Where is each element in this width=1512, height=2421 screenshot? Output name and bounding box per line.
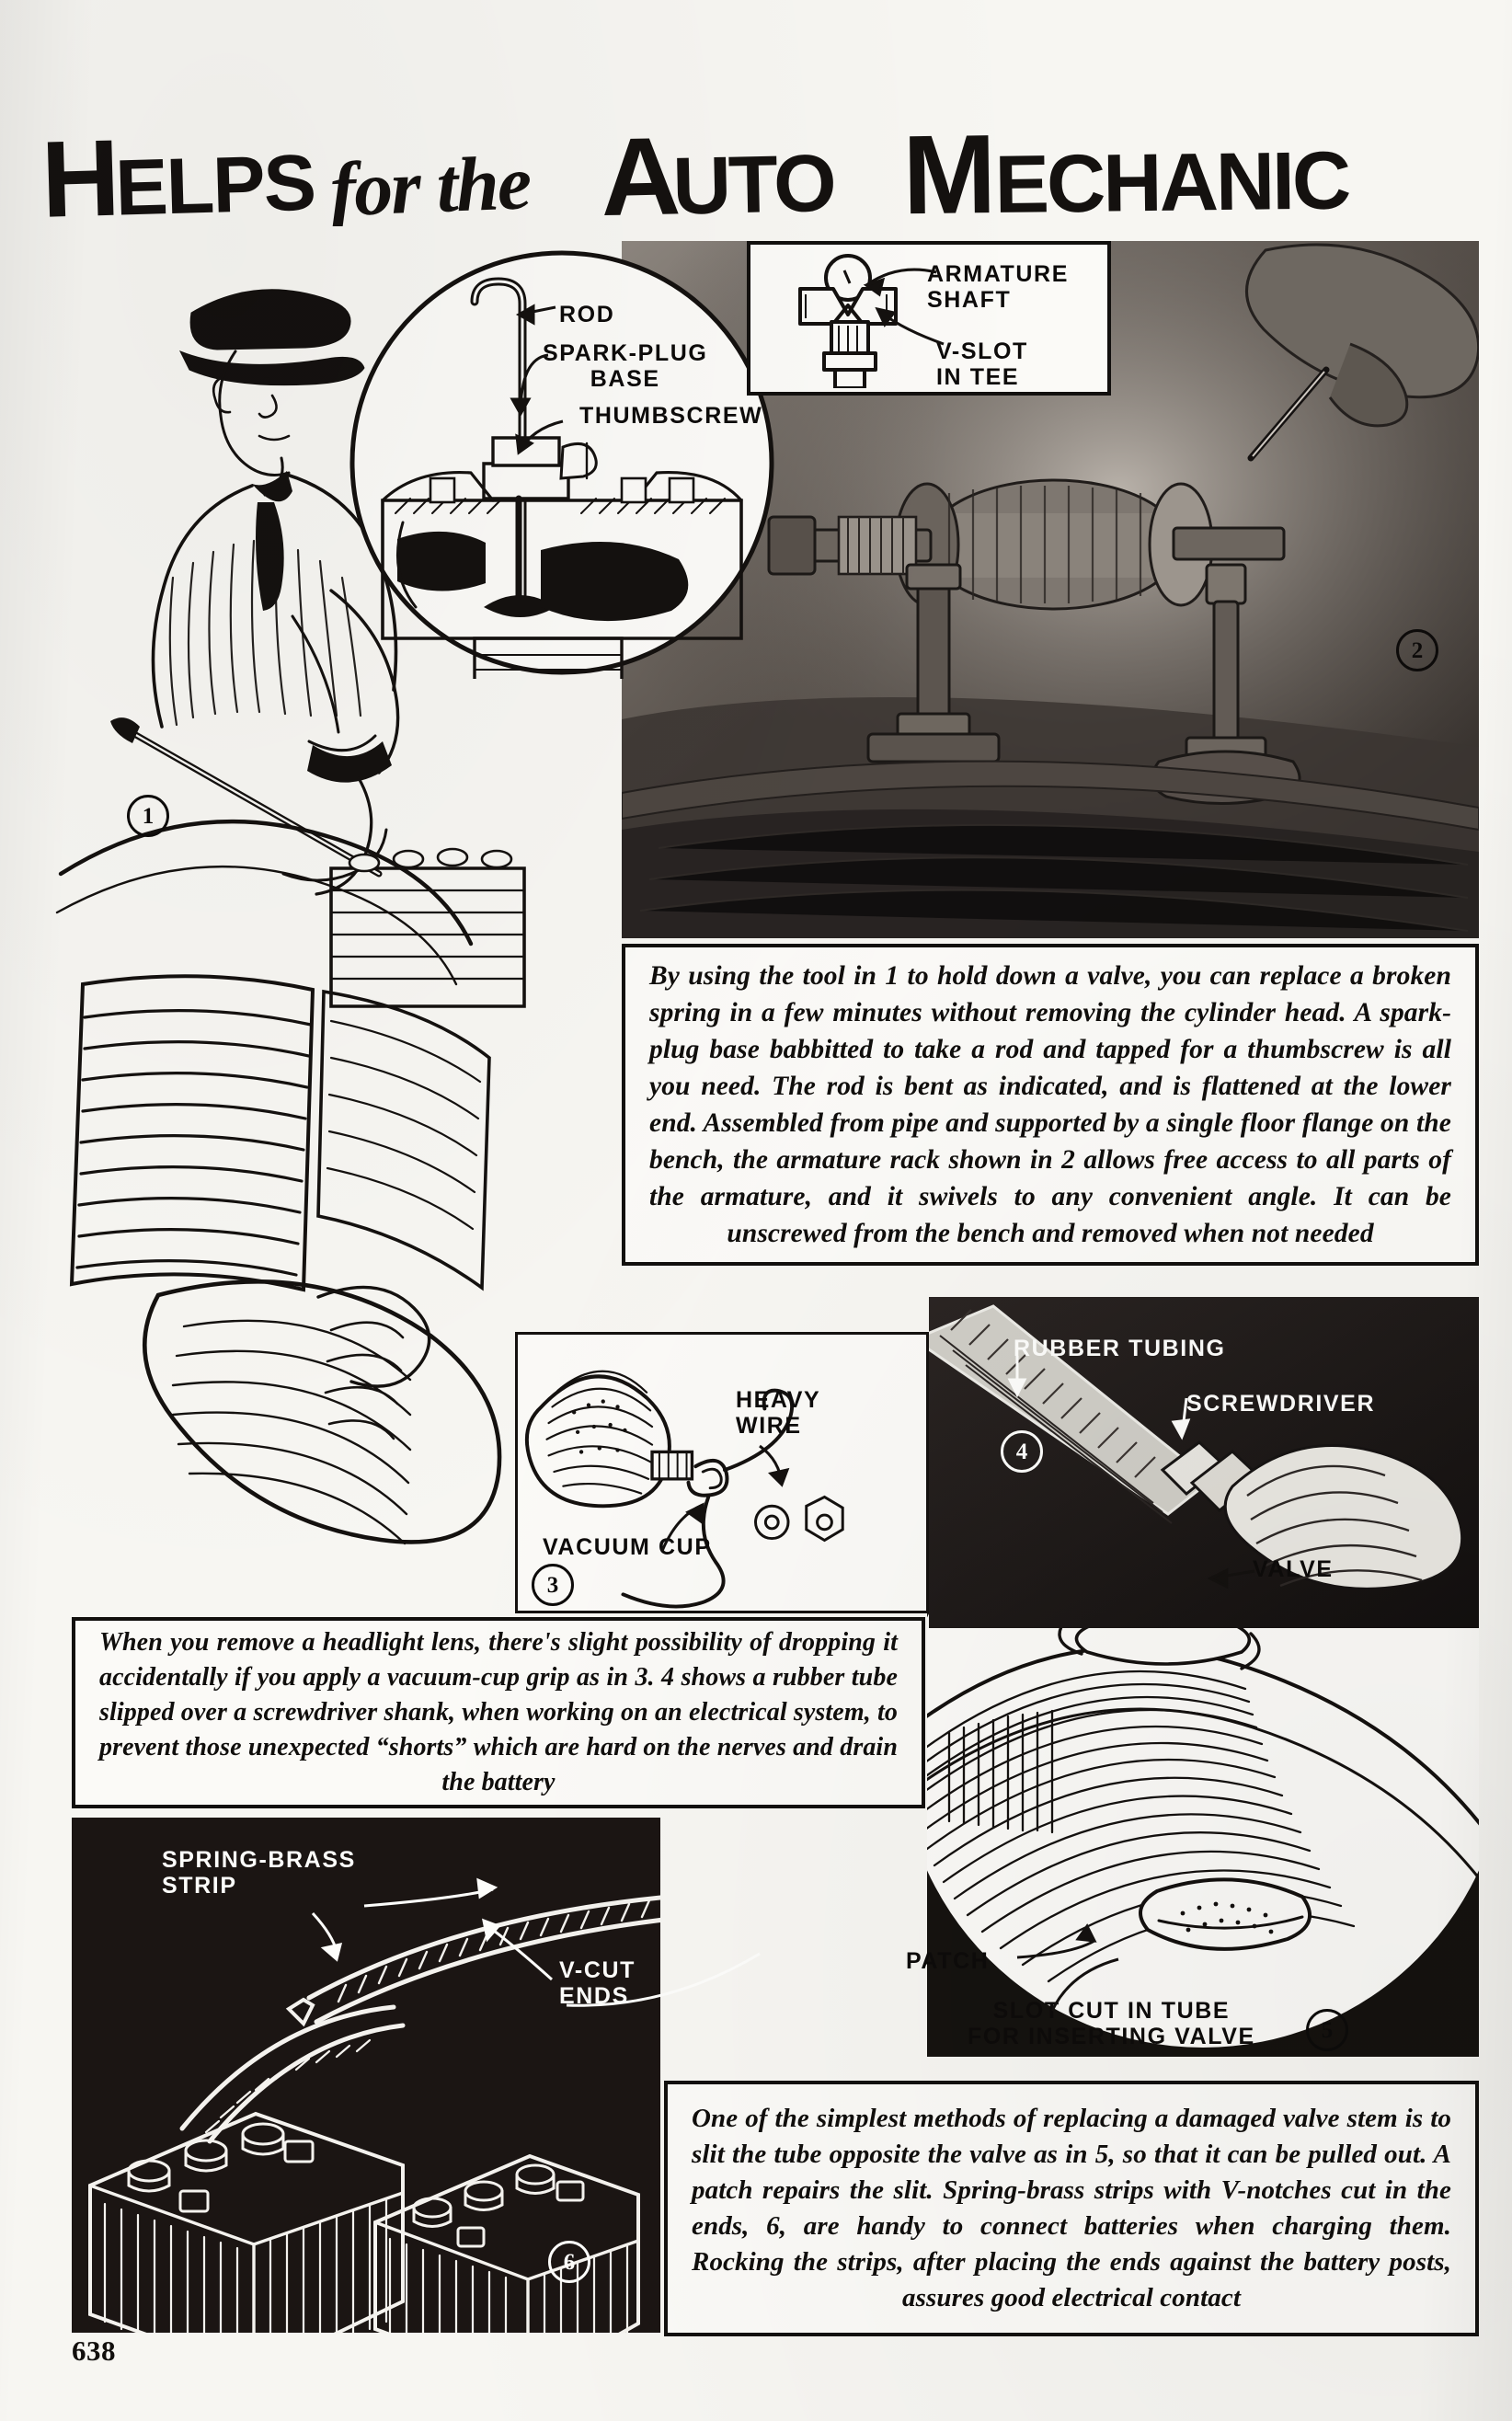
svg-text:H: H (40, 118, 118, 226)
label-screwdriver: SCREWDRIVER (1186, 1391, 1376, 1417)
caption-3-text: One of the simplest methods of replacing… (692, 2104, 1451, 2312)
figure-number-4: 4 (1001, 1430, 1043, 1473)
caption-block-3: One of the simplest methods of replacing… (664, 2081, 1479, 2336)
svg-text:for the: for the (328, 140, 532, 226)
svg-text:ELPS: ELPS (114, 139, 315, 226)
illustration-mechanic-at-engine (55, 230, 616, 1545)
label-rubber-tubing: RUBBER TUBING (1014, 1336, 1226, 1361)
leader-lines-figure-3 (660, 1444, 790, 1552)
label-valve: VALVE (1253, 1556, 1334, 1582)
label-patch: PATCH (906, 1948, 990, 1974)
label-v-slot-in-tee: V-SLOT IN TEE (936, 338, 1028, 391)
photo-screwdriver-rubber-tubing (929, 1297, 1479, 1628)
label-slot-cut-in-tube: SLOT CUT IN TUBE FOR INSERTING VALVE (968, 1998, 1255, 2050)
svg-text:A: A (600, 114, 680, 226)
caption-1-text: By using the tool in 1 to hold down a va… (649, 961, 1451, 1248)
figure-number-3: 3 (532, 1564, 574, 1606)
label-spring-brass-strip: SPRING-BRASS STRIP (162, 1847, 356, 1899)
label-spark-plug-base: SPARK-PLUG BASE (543, 340, 708, 393)
caption-block-2: When you remove a headlight lens, there'… (72, 1617, 925, 1808)
svg-text:ECHANIC: ECHANIC (994, 133, 1349, 226)
caption-2-text: When you remove a headlight lens, there'… (99, 1628, 898, 1796)
leader-lines-figure-6 (311, 1877, 761, 2007)
illustration-armature-tee (791, 250, 929, 388)
figure-number-1: 1 (127, 795, 169, 837)
label-thumbscrew: THUMBSCREW (579, 403, 763, 429)
leader-line-valve (1207, 1567, 1255, 1589)
svg-text:UTO: UTO (671, 137, 834, 226)
caption-block-1: By using the tool in 1 to hold down a va… (622, 944, 1479, 1266)
label-rod: ROD (559, 302, 615, 327)
leader-lines-figure-1 (510, 304, 564, 455)
figure-number-6: 6 (548, 2241, 590, 2283)
leader-lines-figure-4 (1007, 1356, 1191, 1440)
figure-number-2: 2 (1396, 629, 1438, 671)
illustration-vacuum-cup (515, 1332, 929, 1613)
label-heavy-wire: HEAVY WIRE (736, 1387, 821, 1440)
leader-lines-tee (863, 268, 945, 346)
page-title: .tk{font-family:"Liberation Sans",sans-s… (39, 109, 1479, 226)
label-armature-shaft: ARMATURE SHAFT (927, 261, 1069, 314)
page-number: 638 (72, 2335, 116, 2367)
leader-lines-figure-5 (1016, 1923, 1119, 2012)
figure-number-5: 5 (1306, 2009, 1348, 2051)
illustration-cylinder-cutaway-circle (346, 247, 778, 679)
svg-text:M: M (902, 111, 992, 226)
